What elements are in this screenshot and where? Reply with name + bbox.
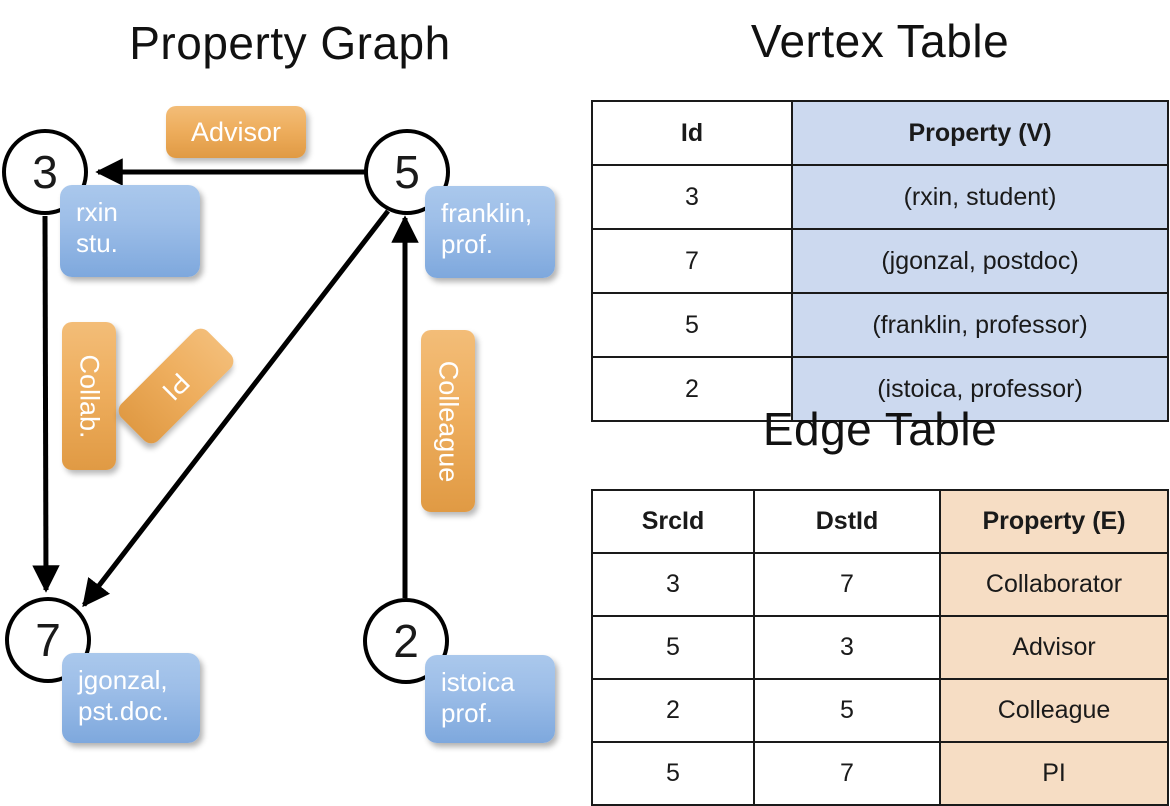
vertex-row-3-id: 2 [591,356,793,422]
edge-row-2-prop: Colleague [939,678,1169,743]
table-row[interactable]: 5 (franklin, professor) [591,292,1169,358]
graph-edge-arrows [32,158,419,608]
page-title-property-graph: Property Graph [129,17,451,69]
vertex-property-box-franklin: franklin, prof. [425,186,555,278]
vertex-table-header-id: Id [591,100,793,166]
graph-node-7-label: 7 [35,614,61,666]
edge-row-1-dst: 3 [753,615,941,680]
table-row[interactable]: 2 5 Colleague [591,678,1169,743]
graph-node-2-label: 2 [393,615,419,667]
vertex-row-1-id: 7 [591,228,793,294]
edge-row-0-src: 3 [591,552,755,617]
page-title-edge-table: Edge Table [762,403,998,455]
table-row[interactable]: 7 (jgonzal, postdoc) [591,228,1169,294]
property-graph-panel: Property Graph 3 5 7 2 rxin stu. frankli… [0,0,585,760]
vertex-property-rxin-line1: rxin [76,197,118,227]
vertex-property-jgonzal-line1: jgonzal, [78,665,168,695]
edge-label-collab: Collab. [62,322,116,470]
table-row[interactable]: 5 7 PI [591,741,1169,806]
edge-row-2-src: 2 [591,678,755,743]
vertex-row-0-id: 3 [591,164,793,230]
graph-node-5[interactable]: 5 [364,129,450,215]
edge-row-3-src: 5 [591,741,755,806]
edge-row-3-dst: 7 [753,741,941,806]
edge-table: SrcId DstId Property (E) 3 7 Collaborato… [591,489,1169,806]
edge-row-3-prop: PI [939,741,1169,806]
edge-table-header-row: SrcId DstId Property (E) [591,489,1169,554]
edge-table-header-prop: Property (E) [939,489,1169,554]
vertex-property-franklin-line1: franklin, [441,198,533,228]
edge-row-0-prop: Collaborator [939,552,1169,617]
vertex-row-1-prop: (jgonzal, postdoc) [791,228,1169,294]
vertex-property-istoica-line2: prof. [441,697,494,728]
table-row[interactable]: 5 3 Advisor [591,615,1169,680]
vertex-property-box-istoica: istoica prof. [425,655,555,743]
edge-table-header-srcid: SrcId [591,489,755,554]
edge-arrow-5-to-7 [82,209,390,608]
edge-label-advisor: Advisor [166,106,306,158]
edge-label-colleague: Colleague [421,330,475,512]
vertex-property-jgonzal-line2: pst.doc. [78,695,170,726]
edge-row-2-dst: 5 [753,678,941,743]
vertex-row-2-prop: (franklin, professor) [791,292,1169,358]
edge-label-collab-text: Collab. [74,353,105,439]
table-row[interactable]: 3 (rxin, student) [591,164,1169,230]
graph-node-5-label: 5 [394,146,420,198]
vertex-property-box-rxin: rxin stu. [60,185,200,277]
edge-label-colleague-text: Colleague [433,360,464,482]
vertex-property-franklin-line2: prof. [441,228,494,259]
edge-row-1-src: 5 [591,615,755,680]
vertex-table: Id Property (V) 3 (rxin, student) 7 (jgo… [591,100,1169,422]
table-row[interactable]: 2 (istoica, professor) [591,356,1169,422]
vertex-row-3-prop: (istoica, professor) [791,356,1169,422]
vertex-property-istoica-line1: istoica [441,667,515,697]
graph-node-3-label: 3 [32,146,58,198]
graph-node-2[interactable]: 2 [363,598,449,684]
edge-table-header-dstid: DstId [753,489,941,554]
table-row[interactable]: 3 7 Collaborator [591,552,1169,617]
edge-row-1-prop: Advisor [939,615,1169,680]
vertex-property-box-jgonzal: jgonzal, pst.doc. [62,653,200,743]
vertex-property-rxin-line2: stu. [76,227,118,258]
vertex-row-0-prop: (rxin, student) [791,164,1169,230]
edge-row-0-dst: 7 [753,552,941,617]
vertex-row-2-id: 5 [591,292,793,358]
edge-arrow-3-to-7 [32,215,60,593]
vertex-table-header-row: Id Property (V) [591,100,1169,166]
edge-label-advisor-text: Advisor [190,116,282,147]
page-title-vertex-table: Vertex Table [750,15,1010,67]
vertex-table-header-prop: Property (V) [791,100,1169,166]
edge-label-pi-text: PI [156,366,196,406]
